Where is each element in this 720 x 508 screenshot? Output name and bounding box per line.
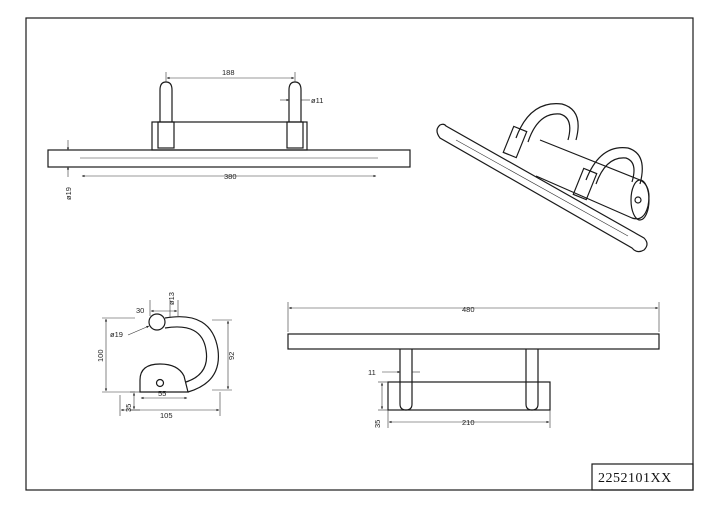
- dim-arm-spacing: 188: [222, 68, 235, 77]
- isometric-view: [436, 103, 650, 253]
- side-view-arm: [164, 316, 220, 393]
- dim-arm-width: 11: [368, 368, 376, 377]
- dim-base-height: 35: [124, 404, 133, 412]
- bottom-view-base: [387, 381, 551, 411]
- front-view: 188 ø11 ø19 380: [47, 68, 411, 200]
- isometric-tube: [436, 123, 648, 253]
- dim-arm-diameter: ø11: [311, 96, 323, 105]
- dim-bottom-base-height: 35: [373, 420, 382, 428]
- front-view-left-arm: [159, 81, 173, 122]
- dim-knob-offset: 30: [136, 306, 144, 315]
- dim-depth: 105: [160, 411, 173, 420]
- dim-side-tube-diameter: ø19: [110, 330, 123, 339]
- dim-height-arm: 92: [227, 352, 236, 360]
- drawing-frame: [25, 17, 694, 491]
- front-view-tube: [47, 149, 411, 168]
- dim-base-length: 210: [462, 418, 475, 427]
- dim-total-length: 480: [462, 305, 475, 314]
- dim-tube-diameter: ø19: [64, 187, 73, 200]
- title-block: 2252101XX: [591, 463, 694, 491]
- bottom-view-tube: [287, 333, 660, 350]
- front-view-right-arm: [288, 81, 302, 122]
- side-view: 30 ø13 ø19 100 92 35 55 105: [96, 292, 236, 420]
- front-view-backplate: [151, 121, 308, 151]
- side-view-tube-end: [148, 313, 166, 331]
- isometric-screw-icon: [634, 196, 642, 204]
- side-view-base: [139, 363, 189, 393]
- side-view-screw-icon: [155, 378, 165, 388]
- bottom-view: 480 11 35 210: [287, 302, 660, 428]
- isometric-arm-2: [585, 147, 643, 185]
- dim-knob-diameter: ø13: [167, 292, 176, 305]
- dim-base-width: 55: [158, 389, 166, 398]
- bottom-view-left-arm: [399, 349, 413, 411]
- part-number: 2252101XX: [598, 471, 672, 486]
- dim-height-total: 100: [96, 349, 105, 362]
- dim-tube-length: 380: [224, 172, 237, 181]
- isometric-arm-1: [515, 103, 579, 141]
- bottom-view-right-arm: [525, 349, 539, 411]
